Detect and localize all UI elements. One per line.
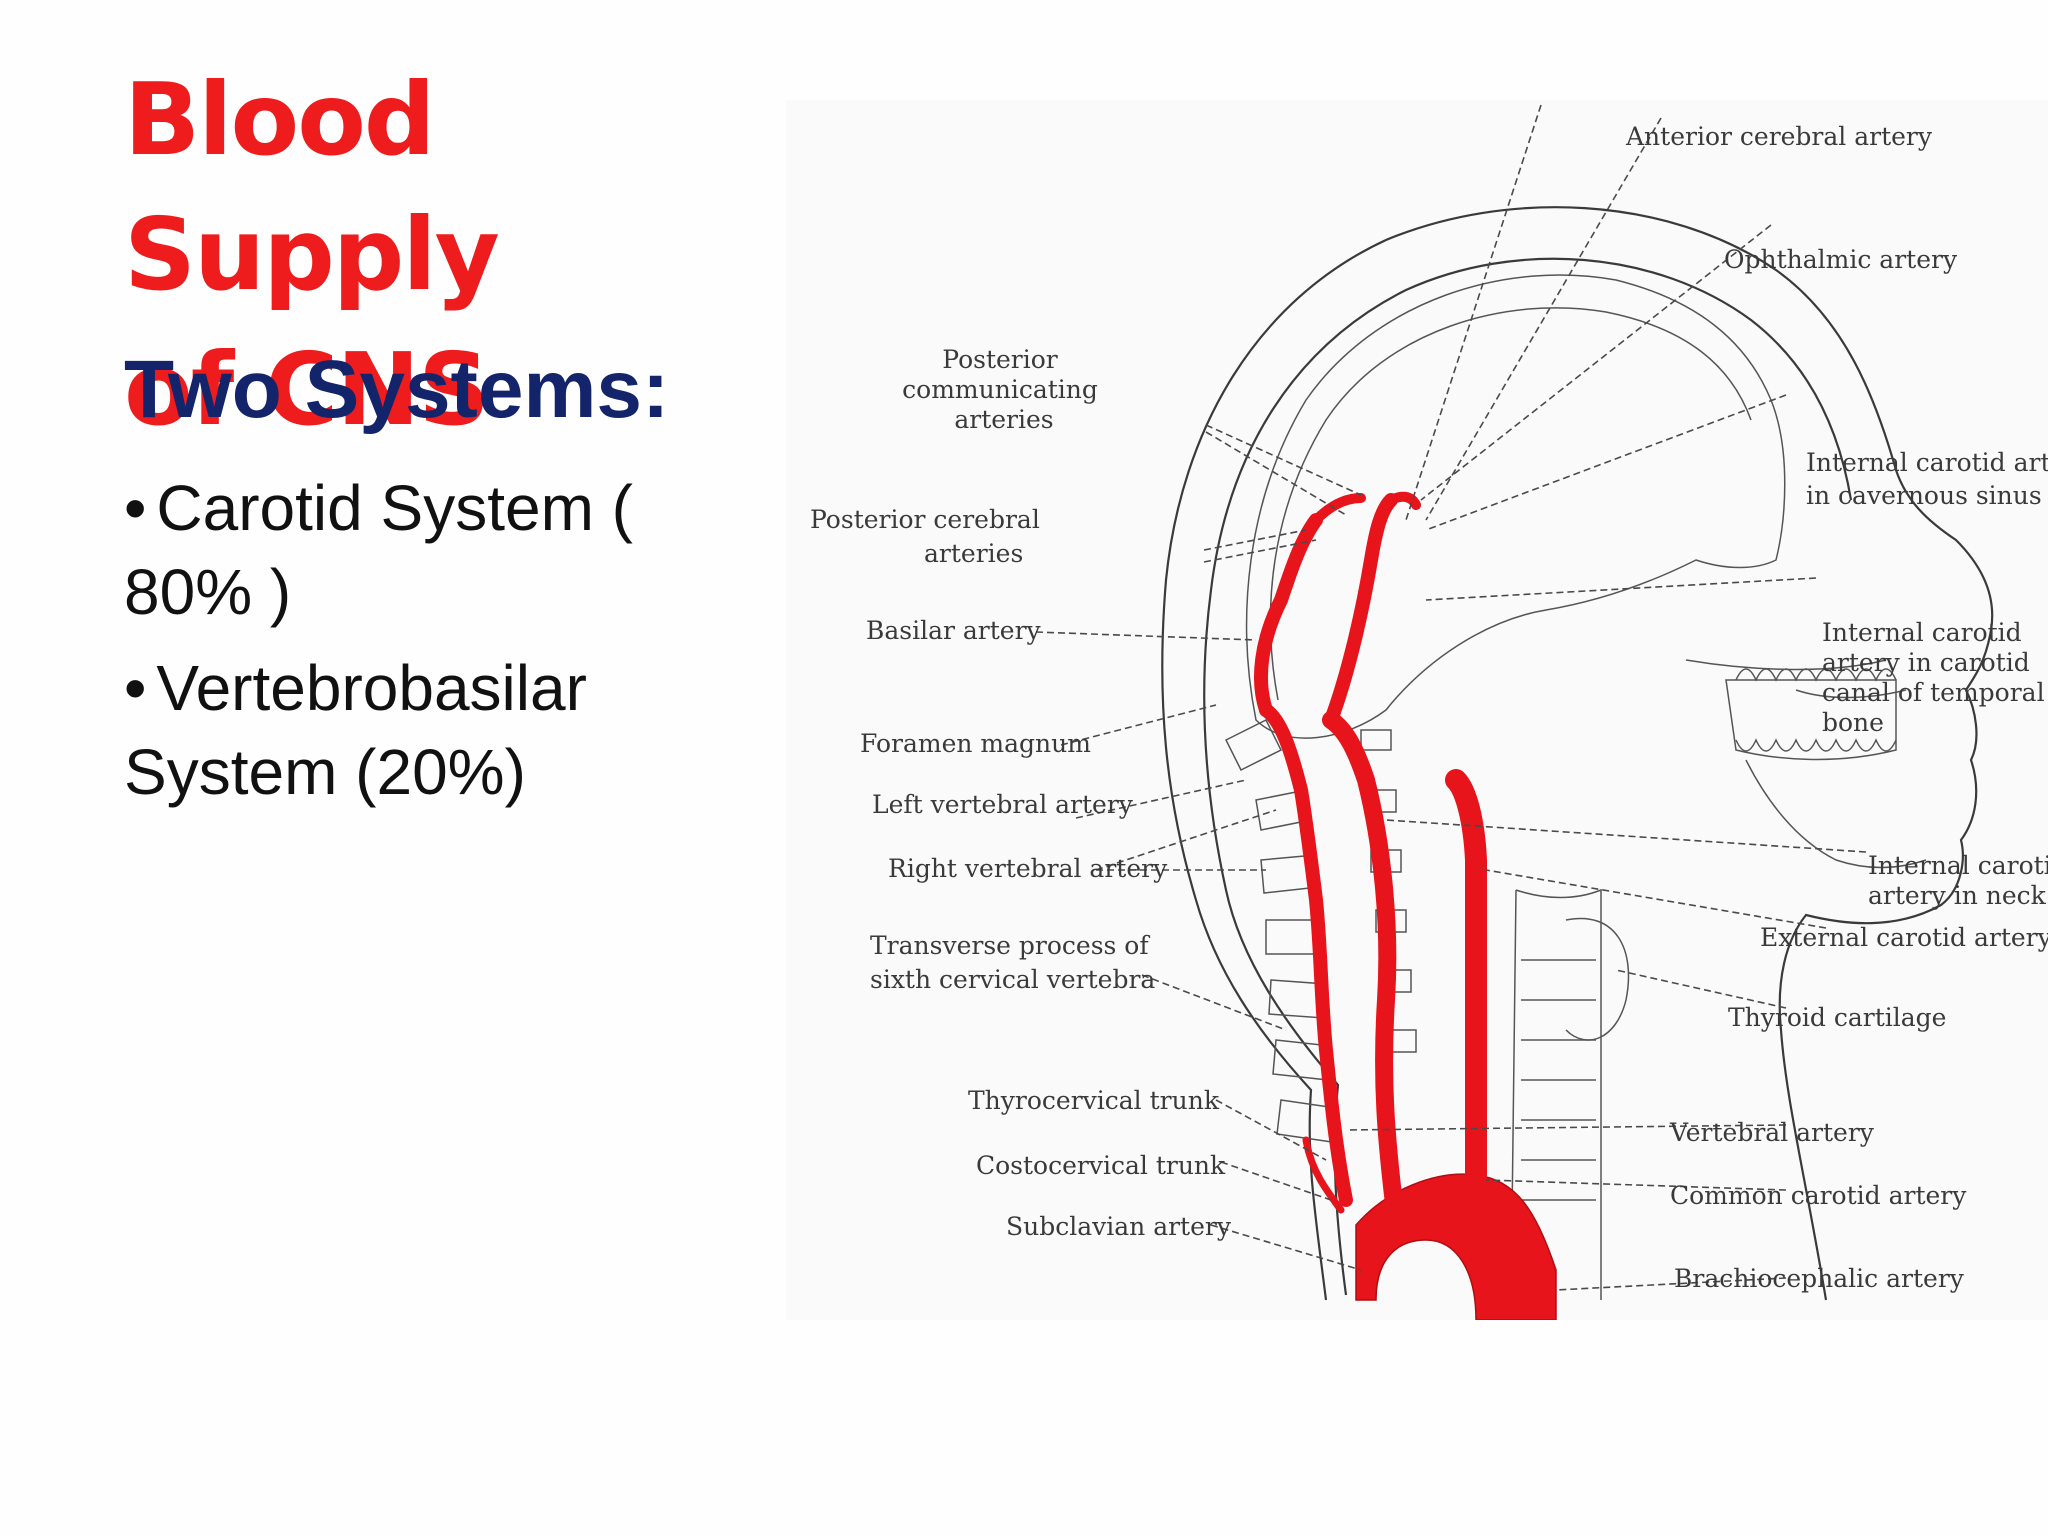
title-line-1: Blood Supply bbox=[124, 61, 500, 313]
bullet-marker: • bbox=[124, 652, 147, 724]
label-posterior-cerebral: Posterior cerebral arteries bbox=[810, 505, 1048, 568]
bullet-marker: • bbox=[124, 472, 147, 544]
label-costocervical-trunk: Costocervical trunk bbox=[976, 1151, 1226, 1180]
skull bbox=[1245, 274, 1927, 869]
common-carotid-artery bbox=[1445, 769, 1487, 1201]
bullet-text: Carotid System ( 80% ) bbox=[124, 472, 633, 628]
label-vertebral-artery: Vertebral artery bbox=[1669, 1118, 1875, 1147]
slide-title: Blood Supply of CNS bbox=[124, 52, 764, 457]
circle-of-willis bbox=[1311, 491, 1421, 525]
label-right-vertebral-artery: Right vertebral artery bbox=[888, 854, 1168, 883]
label-posterior-communicating: Posterior communicating arteries bbox=[902, 345, 1106, 434]
label-brachiocephalic-artery: Brachiocephalic artery bbox=[1674, 1264, 1965, 1293]
left-labels: Posterior communicating arteries Posteri… bbox=[810, 345, 1232, 1241]
thyrocervical-trunk bbox=[1302, 1136, 1345, 1214]
label-common-carotid-artery: Common carotid artery bbox=[1670, 1181, 1967, 1210]
label-ophthalmic-artery: Ophthalmic artery bbox=[1724, 245, 1958, 274]
slide-subtitle: Two Systems: bbox=[124, 344, 670, 435]
label-thyroid-cartilage: Thyroid cartilage bbox=[1728, 1003, 1946, 1032]
title-line-2: of CNS bbox=[124, 331, 490, 448]
label-internal-carotid-cavernous: Internal carotid arte in cavernous sinus bbox=[1806, 448, 2048, 510]
head-neck-arteries-diagram: Posterior communicating arteries Posteri… bbox=[810, 104, 2048, 1320]
teeth bbox=[1735, 668, 1897, 752]
leader-lines bbox=[1035, 104, 1867, 1291]
bullet-item-vertebrobasilar: •Vertebrobasilar System (20%) bbox=[124, 646, 744, 814]
carotid-siphon bbox=[1324, 493, 1398, 727]
label-left-vertebral-artery: Left vertebral artery bbox=[872, 790, 1134, 819]
aortic-arch bbox=[1355, 1173, 1557, 1320]
label-anterior-cerebral-artery: Anterior cerebral artery bbox=[1625, 122, 1933, 151]
bullet-text: Vertebrobasilar System (20%) bbox=[124, 652, 587, 808]
label-external-carotid-artery: External carotid artery bbox=[1760, 923, 2048, 952]
arteries bbox=[1254, 491, 1557, 1320]
label-subclavian-artery: Subclavian artery bbox=[1006, 1212, 1232, 1241]
label-internal-carotid-neck: Internal caroti artery in neck bbox=[1868, 851, 2048, 910]
label-basilar-artery: Basilar artery bbox=[866, 616, 1042, 645]
bullet-item-carotid: •Carotid System ( 80% ) bbox=[124, 466, 744, 634]
label-thyrocervical-trunk: Thyrocervical trunk bbox=[968, 1086, 1220, 1115]
right-labels: Anterior cerebral artery Ophthalmic arte… bbox=[1625, 122, 2048, 1293]
internal-carotid-artery bbox=[1322, 711, 1405, 1229]
label-internal-carotid-temporal: Internal carotid artery in carotid canal… bbox=[1822, 618, 2048, 737]
anatomy-figure: Posterior communicating arteries Posteri… bbox=[786, 100, 2048, 1320]
bullet-list: •Carotid System ( 80% ) •Vertebrobasilar… bbox=[124, 466, 744, 826]
label-foramen-magnum: Foramen magnum bbox=[860, 729, 1091, 758]
vertebral-artery bbox=[1259, 703, 1353, 1207]
label-transverse-process: Transverse process of sixth cervical ver… bbox=[870, 931, 1157, 994]
trachea bbox=[1510, 888, 1630, 1301]
